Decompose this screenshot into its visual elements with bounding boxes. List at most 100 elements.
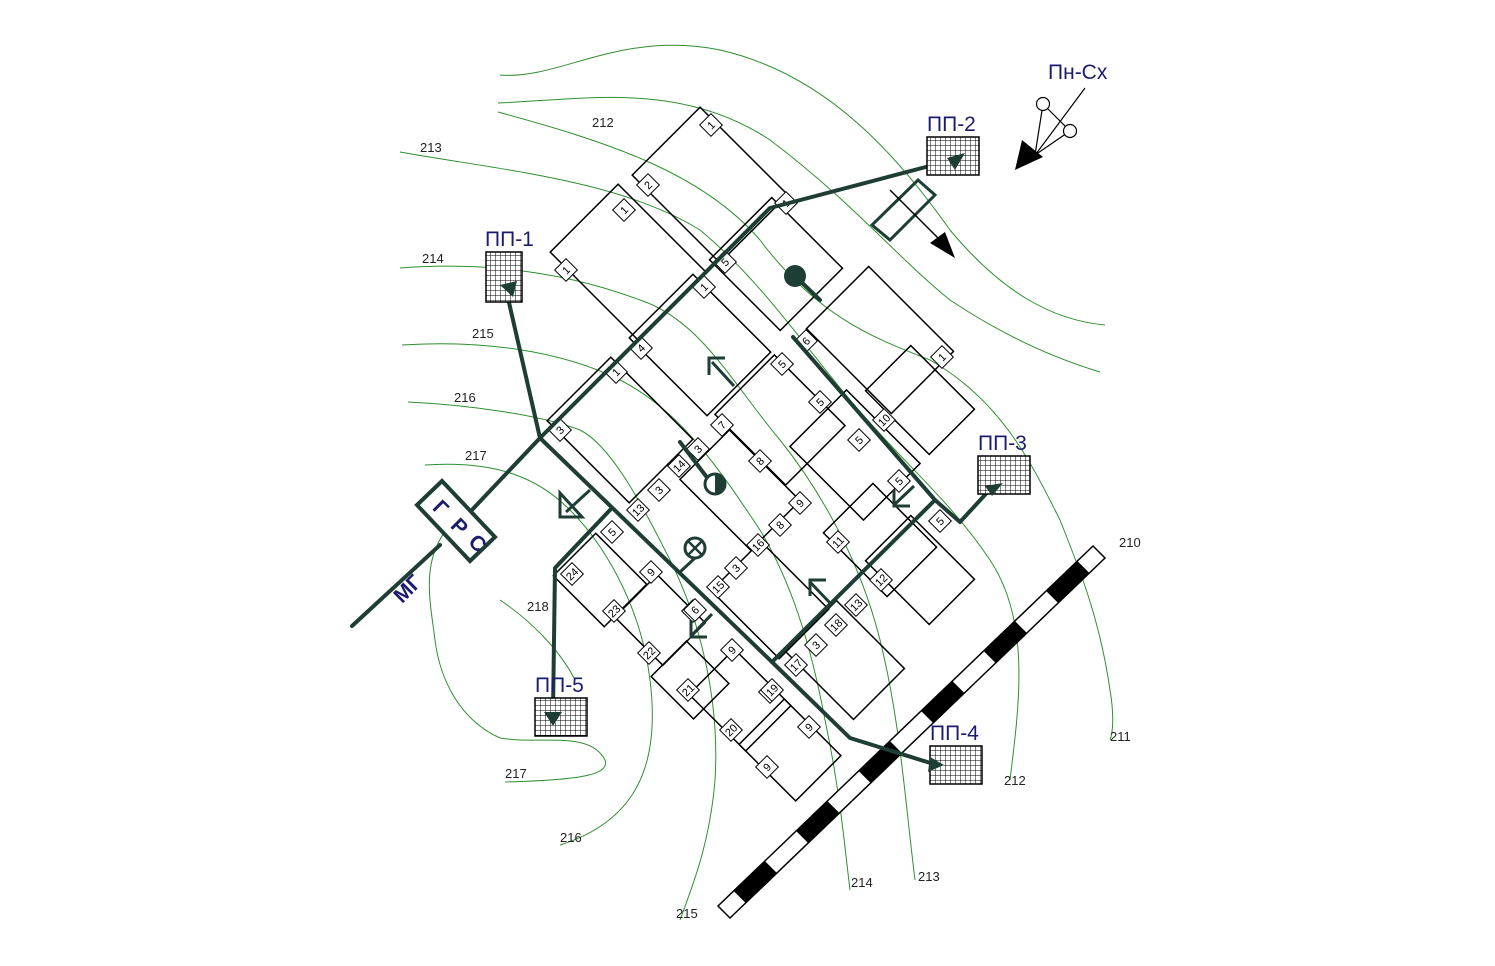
half-filled-valve-icon	[703, 472, 727, 496]
contour-line	[497, 111, 1114, 741]
contour-line	[424, 463, 653, 846]
elevation-label: 214	[422, 251, 444, 266]
building-block	[784, 599, 906, 721]
station-label: ПП-5	[535, 674, 584, 697]
block-number-tag: 1	[691, 274, 717, 300]
control-point-pp4: ПП-4	[928, 722, 983, 785]
distribution-pipeline	[551, 508, 612, 714]
control-point-pp5: ПП-5	[534, 674, 588, 737]
building-block	[708, 196, 844, 332]
block-number-tag: 1	[611, 197, 637, 223]
elevation-label: 211	[1110, 729, 1131, 744]
building-block	[822, 482, 938, 598]
block-number-tag: 5	[846, 427, 872, 453]
elevation-label: 210	[1119, 535, 1141, 550]
railway-segment	[983, 621, 1027, 663]
building-block	[864, 514, 976, 626]
block-number-tag: 3	[685, 436, 711, 462]
block-number-tag: 9	[796, 714, 822, 740]
block-number-tag: 3	[547, 417, 573, 443]
distribution-pipeline	[538, 436, 942, 768]
pipeline-markers	[558, 265, 916, 639]
block-number-tag: 11	[825, 529, 851, 555]
contour-line	[499, 44, 1106, 326]
railway-segment	[796, 801, 840, 843]
block-number-tag: 1	[553, 257, 579, 283]
block-number-tag: 7	[709, 412, 735, 438]
contour-line	[401, 343, 851, 891]
block-number-tag: 8	[767, 512, 793, 538]
flow-arrow-icon	[892, 484, 916, 508]
distribution-pipeline	[770, 482, 997, 664]
railway-segment	[733, 861, 777, 903]
main-pipeline	[350, 543, 442, 628]
elevation-label: 213	[420, 140, 442, 155]
railway-segment	[921, 681, 965, 723]
flow-arrow-icon	[689, 612, 714, 639]
contour-line	[428, 524, 607, 783]
station-label: ПП-2	[927, 113, 976, 136]
block-number-tag: 18	[823, 612, 849, 638]
block-number-tag: 9	[638, 559, 664, 585]
railway-segment	[1046, 561, 1090, 603]
flow-arrow-icon	[808, 578, 832, 605]
block-number-tag: 13	[843, 592, 869, 618]
shutoff-valve-icon	[683, 536, 707, 560]
railway-track	[716, 544, 1107, 920]
distribution-pipeline	[791, 335, 937, 502]
block-number-tag: 9	[719, 637, 745, 663]
control-point-pp1: ПП-1	[485, 228, 534, 303]
block-number-tag: 23	[601, 598, 627, 624]
block-number-tag: 5	[886, 468, 912, 494]
block-number-tag: 13	[625, 497, 651, 523]
block-number-tag: 9	[754, 754, 780, 780]
block-number-tag: 16	[745, 532, 771, 558]
elevation-labels: 212 213 214 215 216 217 218 210 211 212 …	[420, 115, 1141, 921]
main-pipeline	[468, 156, 962, 514]
building-block	[805, 265, 955, 415]
elevation-label: 213	[918, 869, 940, 884]
block-number-tag: 1	[698, 112, 724, 138]
station-label: ПП-4	[930, 722, 979, 745]
building-block	[631, 106, 789, 264]
flow-arrow-icon	[707, 356, 736, 388]
elevation-label: 215	[472, 326, 494, 341]
contour-line	[499, 599, 576, 681]
elevation-label: 214	[851, 875, 873, 890]
block-number-tag: 3	[723, 555, 749, 581]
elevation-label: 218	[527, 599, 549, 614]
building-block	[628, 273, 772, 417]
road-crossing	[869, 177, 955, 258]
block-number-tag: 3	[646, 477, 672, 503]
station-label: ПП-3	[978, 432, 1027, 455]
flow-arrow-icon	[558, 488, 592, 519]
gas-holder-icon	[784, 265, 806, 287]
control-points: ПП-1 ПП-2 ПП-3 ПП-4 ПП-5	[485, 113, 1031, 785]
block-number-tag: 5	[599, 519, 625, 545]
block-number-tag: 21	[675, 677, 701, 703]
block-number-tag: 22	[636, 640, 662, 666]
block-number-tag: 5	[807, 389, 833, 415]
block-number-tag: 17	[783, 652, 809, 678]
control-point-pp3: ПП-3	[977, 432, 1031, 496]
block-number-tag: 2	[635, 172, 661, 198]
block-number-tag: 9	[787, 490, 813, 516]
elevation-label: 212	[592, 115, 614, 130]
elevation-label: 215	[676, 906, 698, 921]
block-number-tag: 14	[666, 453, 692, 479]
elevation-label: 216	[560, 830, 582, 845]
building-block	[713, 353, 847, 487]
block-number-tag: 15	[705, 574, 731, 600]
building-blocks: 1211151416513571053814539513891611924532…	[546, 106, 976, 802]
elevation-label: 217	[505, 766, 527, 781]
building-block	[650, 640, 730, 720]
railway	[716, 544, 1107, 920]
block-number-tag: 1	[929, 344, 955, 370]
elevation-label: 212	[1004, 773, 1026, 788]
building-block	[688, 648, 792, 752]
north-label: Пн-Сх	[1048, 61, 1108, 84]
elevation-label: 216	[454, 390, 476, 405]
block-number-tag: 8	[747, 448, 773, 474]
block-number-tag: 4	[628, 335, 654, 361]
